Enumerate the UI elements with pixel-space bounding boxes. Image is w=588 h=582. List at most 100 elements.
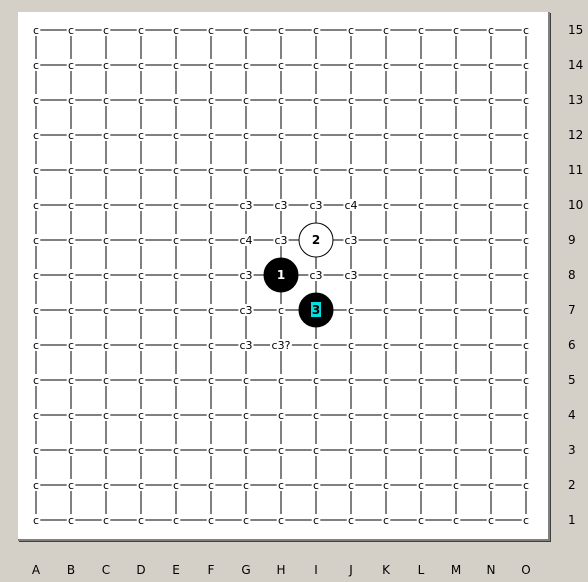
intersection-point[interactable]: c	[208, 94, 214, 107]
threat-hint-label[interactable]: c3?	[272, 339, 291, 352]
threat-hint-label[interactable]: c3	[344, 269, 357, 282]
intersection-point[interactable]: c	[278, 479, 284, 492]
intersection-point[interactable]: c	[138, 199, 144, 212]
intersection-point[interactable]: c	[208, 409, 214, 422]
intersection-point[interactable]: c	[278, 374, 284, 387]
intersection-point[interactable]: c	[453, 444, 459, 457]
intersection-point[interactable]: c	[33, 129, 39, 142]
intersection-point[interactable]: c	[33, 444, 39, 457]
intersection-point[interactable]: c	[138, 24, 144, 37]
intersection-point[interactable]: c	[103, 304, 109, 317]
intersection-point[interactable]: c	[33, 199, 39, 212]
intersection-point[interactable]: c	[453, 164, 459, 177]
intersection-point[interactable]: c	[278, 164, 284, 177]
intersection-point[interactable]: c	[453, 374, 459, 387]
intersection-point[interactable]: c	[33, 374, 39, 387]
intersection-point[interactable]: c	[523, 24, 529, 37]
intersection-point[interactable]: c	[243, 164, 249, 177]
intersection-point[interactable]: c	[383, 269, 389, 282]
intersection-point[interactable]: c	[453, 514, 459, 527]
intersection-point[interactable]: c	[523, 514, 529, 527]
intersection-point[interactable]: c	[523, 199, 529, 212]
intersection-point[interactable]: c	[348, 514, 354, 527]
intersection-point[interactable]: c	[208, 514, 214, 527]
intersection-point[interactable]: c	[68, 409, 74, 422]
intersection-point[interactable]: c	[383, 129, 389, 142]
intersection-point[interactable]: c	[173, 94, 179, 107]
intersection-point[interactable]: c	[453, 129, 459, 142]
intersection-point[interactable]: c	[68, 59, 74, 72]
intersection-point[interactable]: c	[383, 234, 389, 247]
intersection-point[interactable]: c	[523, 409, 529, 422]
intersection-point[interactable]: c	[488, 164, 494, 177]
intersection-point[interactable]: c	[68, 269, 74, 282]
intersection-point[interactable]: c	[523, 339, 529, 352]
intersection-point[interactable]: c	[383, 164, 389, 177]
threat-hint-label[interactable]: c3	[239, 269, 252, 282]
intersection-point[interactable]: c	[68, 339, 74, 352]
intersection-point[interactable]: c	[103, 94, 109, 107]
intersection-point[interactable]: c	[33, 164, 39, 177]
intersection-point[interactable]: c	[173, 409, 179, 422]
intersection-point[interactable]: c	[488, 339, 494, 352]
intersection-point[interactable]: c	[278, 24, 284, 37]
intersection-point[interactable]: c	[173, 304, 179, 317]
intersection-point[interactable]: c	[383, 304, 389, 317]
intersection-point[interactable]: c	[418, 514, 424, 527]
threat-hint-label[interactable]: c3	[274, 234, 287, 247]
intersection-point[interactable]: c	[33, 269, 39, 282]
intersection-point[interactable]: c	[33, 94, 39, 107]
intersection-point[interactable]: c	[278, 514, 284, 527]
intersection-point[interactable]: c	[208, 59, 214, 72]
intersection-point[interactable]: c	[313, 479, 319, 492]
intersection-point[interactable]: c	[418, 479, 424, 492]
intersection-point[interactable]: c	[313, 374, 319, 387]
intersection-point[interactable]: c	[488, 479, 494, 492]
intersection-point[interactable]: c	[523, 94, 529, 107]
intersection-point[interactable]: c	[208, 339, 214, 352]
intersection-point[interactable]: c	[138, 514, 144, 527]
threat-hint-label[interactable]: c4	[344, 199, 357, 212]
threat-hint-label[interactable]: c3	[344, 234, 357, 247]
intersection-point[interactable]: c	[453, 234, 459, 247]
intersection-point[interactable]: c	[68, 94, 74, 107]
intersection-point[interactable]: c	[208, 304, 214, 317]
intersection-point[interactable]: c	[103, 444, 109, 457]
threat-hint-label[interactable]: c3	[239, 199, 252, 212]
intersection-point[interactable]: c	[68, 374, 74, 387]
intersection-point[interactable]: c	[488, 24, 494, 37]
intersection-point[interactable]: c	[68, 24, 74, 37]
intersection-point[interactable]: c	[243, 59, 249, 72]
intersection-point[interactable]: c	[33, 59, 39, 72]
intersection-point[interactable]: c	[453, 59, 459, 72]
intersection-point[interactable]: c	[138, 129, 144, 142]
intersection-point[interactable]: c	[173, 234, 179, 247]
intersection-point[interactable]: c	[383, 409, 389, 422]
intersection-point[interactable]: c	[488, 514, 494, 527]
intersection-point[interactable]: c	[523, 129, 529, 142]
intersection-point[interactable]: c	[453, 479, 459, 492]
intersection-point[interactable]: c	[523, 374, 529, 387]
intersection-point[interactable]: c	[208, 164, 214, 177]
intersection-point[interactable]: c	[348, 444, 354, 457]
intersection-point[interactable]: c	[313, 59, 319, 72]
threat-hint-label[interactable]: c3	[309, 269, 322, 282]
intersection-point[interactable]: c	[313, 409, 319, 422]
intersection-point[interactable]: c	[418, 24, 424, 37]
intersection-point[interactable]: c	[348, 24, 354, 37]
intersection-point[interactable]: c	[138, 479, 144, 492]
intersection-point[interactable]: c	[418, 304, 424, 317]
intersection-point[interactable]: c	[453, 24, 459, 37]
game-board[interactable]: c c c c c c c c c c c c c c c c c c c c c c c c c c c c c c c c c c c c c c c c…	[18, 12, 550, 541]
intersection-point[interactable]: c	[418, 409, 424, 422]
intersection-point[interactable]: c	[278, 409, 284, 422]
intersection-point[interactable]: c	[243, 409, 249, 422]
intersection-point[interactable]: c	[68, 129, 74, 142]
intersection-point[interactable]: c	[33, 339, 39, 352]
intersection-point[interactable]: c	[103, 514, 109, 527]
intersection-point[interactable]: c	[33, 479, 39, 492]
intersection-point[interactable]: c	[418, 269, 424, 282]
intersection-point[interactable]: c	[208, 444, 214, 457]
intersection-point[interactable]: c	[243, 444, 249, 457]
threat-hint-label[interactable]: c3	[239, 339, 252, 352]
